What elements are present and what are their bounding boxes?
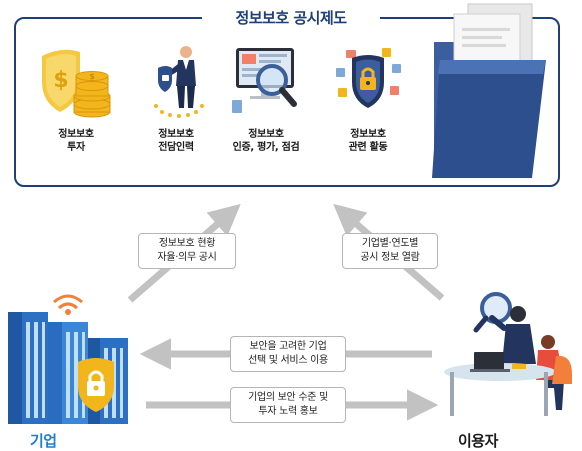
item-certification-line2: 인증, 평가, 점검 — [232, 142, 300, 153]
flow-disclosure-to-user-line2: 공시 정보 열람 — [360, 252, 420, 263]
disclosure-system-title: 정보보호 공시제도 — [202, 7, 380, 28]
item-activities: 정보보호 관련 활동 — [320, 42, 416, 154]
security-shield-lock-icon — [336, 48, 401, 108]
user-scene-icon — [444, 292, 572, 416]
flow-disclosure-to-user-line1: 기업별·연도별 — [361, 238, 419, 249]
item-investment-line2: 투자 — [67, 142, 85, 153]
company-buildings-icon — [8, 294, 128, 424]
item-investment-line1: 정보보호 — [58, 129, 94, 140]
flow-company-to-disclosure-line2: 자율·의무 공시 — [157, 252, 217, 263]
flow-company-to-user-line1: 기업의 보안 수준 및 — [248, 392, 328, 403]
flow-user-to-company-line2: 선택 및 서비스 이용 — [248, 355, 328, 366]
certification-magnifier-icon — [232, 48, 297, 113]
svg-text:$: $ — [53, 68, 68, 93]
actor-user-label: 이용자 — [458, 432, 498, 450]
item-investment: $ $ 정보보호 투자 — [28, 42, 124, 154]
flow-company-to-disclosure-line1: 정보보호 현황 — [158, 238, 216, 249]
gold-coin-shield-icon: $ $ — [42, 49, 111, 118]
item-certification-line1: 정보보호 — [248, 129, 284, 140]
actor-company-label: 기업 — [30, 432, 57, 450]
flow-box-user-to-company: 보안을 고려한 기업 선택 및 서비스 이용 — [230, 336, 346, 372]
item-activities-line2: 관련 활동 — [348, 142, 388, 153]
flow-company-to-user-line2: 투자 노력 홍보 — [258, 406, 318, 417]
item-personnel: 정보보호 전담인력 — [128, 42, 224, 154]
item-personnel-line2: 전담인력 — [158, 142, 194, 153]
flow-box-company-to-disclosure: 정보보호 현황 자율·의무 공시 — [138, 233, 236, 269]
security-personnel-icon — [154, 46, 204, 118]
document-folder-icon — [432, 3, 546, 178]
item-certification: 정보보호 인증, 평가, 점검 — [218, 42, 314, 154]
item-personnel-line1: 정보보호 — [158, 129, 194, 140]
item-activities-line1: 정보보호 — [350, 129, 386, 140]
flow-box-company-to-user: 기업의 보안 수준 및 투자 노력 홍보 — [230, 387, 346, 423]
flow-user-to-company-line1: 보안을 고려한 기업 — [249, 341, 327, 352]
svg-text:$: $ — [89, 72, 95, 81]
flow-box-disclosure-to-user: 기업별·연도별 공시 정보 열람 — [342, 233, 438, 269]
